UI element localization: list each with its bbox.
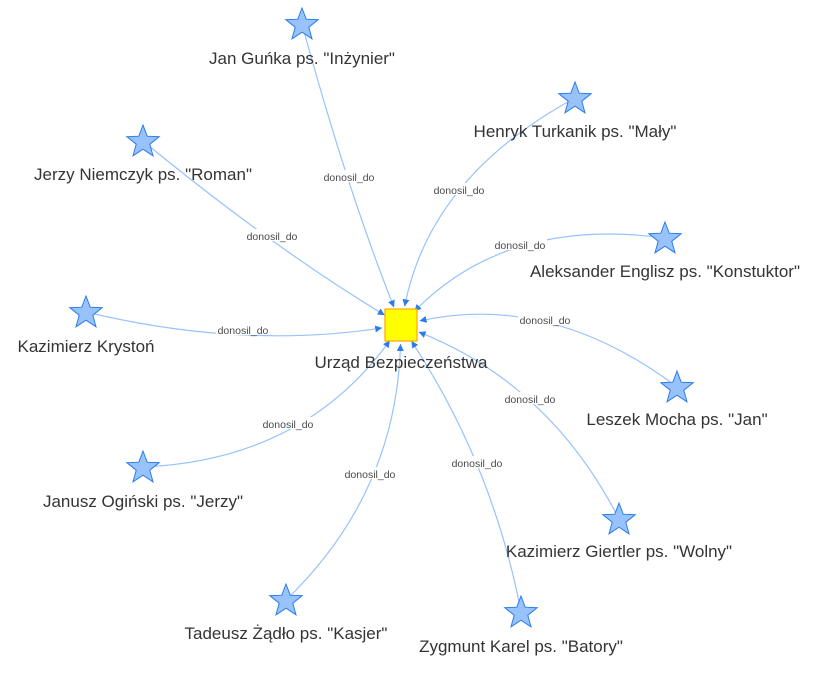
- node-label: Tadeusz Żądło ps. "Kasjer": [185, 624, 388, 643]
- node-gunka[interactable]: Jan Guńka ps. "Inżynier": [209, 6, 395, 68]
- star-icon[interactable]: [284, 6, 320, 40]
- star-icon[interactable]: [601, 501, 637, 535]
- edge-label-bg: [450, 456, 504, 468]
- node-englisz[interactable]: Aleksander Englisz ps. "Konstuktor": [530, 220, 800, 281]
- star-icon[interactable]: [647, 220, 683, 254]
- node-zadlo[interactable]: Tadeusz Żądło ps. "Kasjer": [185, 582, 388, 643]
- center-node-label: Urząd Bezpieczeństwa: [315, 353, 488, 372]
- edge-label-bg: [432, 183, 486, 195]
- edge-niemczyk[interactable]: donosil_do: [142, 140, 386, 316]
- edge-label-bg: [245, 229, 299, 241]
- node-turkanik[interactable]: Henryk Turkanik ps. "Mały": [474, 80, 677, 141]
- node-oginski[interactable]: Janusz Ogiński ps. "Jerzy": [43, 449, 243, 511]
- edge-label-bg: [322, 170, 376, 182]
- node-label: Kazimierz Krystoń: [18, 337, 155, 356]
- edge-line[interactable]: [418, 331, 620, 520]
- edge-kryston[interactable]: donosil_do: [85, 311, 383, 337]
- edge-line[interactable]: [285, 343, 404, 601]
- node-center[interactable]: Urząd Bezpieczeństwa: [315, 308, 488, 372]
- edge-label: donosil_do: [495, 240, 546, 252]
- node-label: Jan Guńka ps. "Inżynier": [209, 49, 395, 68]
- star-icon[interactable]: [503, 594, 539, 628]
- edge-label-bg: [343, 467, 397, 479]
- edge-label-bg: [216, 323, 270, 335]
- star-icon[interactable]: [125, 449, 161, 483]
- edge-label: donosil_do: [324, 172, 375, 184]
- star-icon[interactable]: [557, 80, 593, 114]
- node-label: Kazimierz Giertler ps. "Wolny": [506, 542, 732, 561]
- node-giertler[interactable]: Kazimierz Giertler ps. "Wolny": [506, 501, 732, 561]
- star-icon[interactable]: [68, 294, 104, 328]
- node-karel[interactable]: Zygmunt Karel ps. "Batory": [419, 594, 623, 656]
- node-label: Aleksander Englisz ps. "Konstuktor": [530, 262, 800, 281]
- node-label: Zygmunt Karel ps. "Batory": [419, 637, 623, 656]
- edge-turkanik[interactable]: donosil_do: [402, 97, 576, 307]
- edge-mocha[interactable]: donosil_do: [419, 313, 678, 388]
- square-icon[interactable]: [384, 308, 418, 342]
- edge-label: donosil_do: [247, 231, 298, 243]
- edge-oginski[interactable]: donosil_do: [142, 340, 391, 468]
- edge-englisz[interactable]: donosil_do: [413, 233, 666, 312]
- node-label: Henryk Turkanik ps. "Mały": [474, 122, 677, 141]
- edge-label: donosil_do: [434, 185, 485, 197]
- edge-karel[interactable]: donosil_do: [410, 340, 522, 613]
- edge-label-bg: [493, 238, 547, 250]
- edge-label: donosil_do: [520, 315, 571, 327]
- edge-label: donosil_do: [218, 325, 269, 337]
- edge-label-bg: [518, 313, 572, 325]
- node-label: Janusz Ogiński ps. "Jerzy": [43, 492, 243, 511]
- edge-label: donosil_do: [263, 419, 314, 431]
- star-icon[interactable]: [268, 582, 304, 616]
- node-label: Leszek Mocha ps. "Jan": [586, 410, 767, 429]
- edge-label: donosil_do: [505, 394, 556, 406]
- edge-gunka[interactable]: donosil_do: [301, 23, 395, 308]
- edge-line[interactable]: [410, 340, 522, 613]
- node-label: Jerzy Niemczyk ps. "Roman": [34, 165, 252, 184]
- edge-label-bg: [261, 417, 315, 429]
- edge-label-bg: [503, 392, 557, 404]
- edge-line[interactable]: [142, 340, 391, 468]
- edge-giertler[interactable]: donosil_do: [418, 331, 620, 520]
- star-icon[interactable]: [125, 123, 161, 157]
- node-mocha[interactable]: Leszek Mocha ps. "Jan": [586, 369, 768, 429]
- node-kryston[interactable]: Kazimierz Krystoń: [18, 294, 155, 356]
- edge-label: donosil_do: [345, 469, 396, 481]
- star-icon[interactable]: [659, 369, 695, 403]
- node-niemczyk[interactable]: Jerzy Niemczyk ps. "Roman": [34, 123, 252, 184]
- edge-label: donosil_do: [452, 458, 503, 470]
- edge-zadlo[interactable]: donosil_do: [285, 343, 404, 601]
